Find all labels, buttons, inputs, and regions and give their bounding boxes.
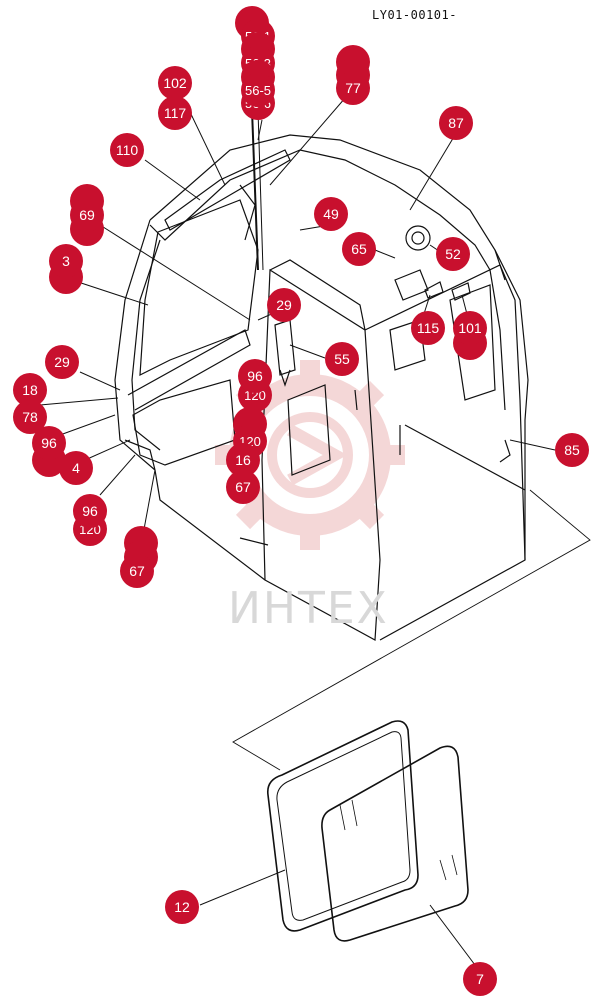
callout-4[interactable]: 4: [59, 451, 93, 485]
callout-69[interactable]: 69: [70, 198, 104, 232]
callout-65[interactable]: 65: [342, 232, 376, 266]
callout-77[interactable]: 77: [336, 71, 370, 105]
callout-115[interactable]: 115: [411, 311, 445, 345]
callout-96-lower[interactable]: 96: [73, 494, 107, 528]
window-glass-assembly: [266, 720, 469, 942]
callout-102[interactable]: 102: [158, 66, 192, 100]
callout-49[interactable]: 49: [314, 197, 348, 231]
callout-29-left[interactable]: 29: [45, 345, 79, 379]
callout-7[interactable]: 7: [463, 962, 497, 996]
watermark-text: ИНТЕХ: [228, 583, 389, 634]
document-id: LY01-00101-: [372, 8, 457, 22]
callout-117[interactable]: 117: [158, 96, 192, 130]
callout-101[interactable]: 101: [453, 311, 487, 345]
callout-87[interactable]: 87: [439, 106, 473, 140]
callout-55[interactable]: 55: [325, 342, 359, 376]
callout-110[interactable]: 110: [110, 133, 144, 167]
callout-12[interactable]: 12: [165, 890, 199, 924]
callout-56-5[interactable]: 56-5: [241, 73, 275, 107]
callout-67-center[interactable]: 67: [226, 470, 260, 504]
callout-52[interactable]: 52: [436, 237, 470, 271]
callout-96-center[interactable]: 96: [238, 359, 272, 393]
callout-29-center[interactable]: 29: [267, 288, 301, 322]
callout-96-left[interactable]: 96: [32, 426, 66, 460]
callout-3[interactable]: 3: [49, 244, 83, 278]
cab-body: [114, 109, 591, 771]
callout-67-lower[interactable]: 67: [120, 554, 154, 588]
callout-85[interactable]: 85: [555, 433, 589, 467]
